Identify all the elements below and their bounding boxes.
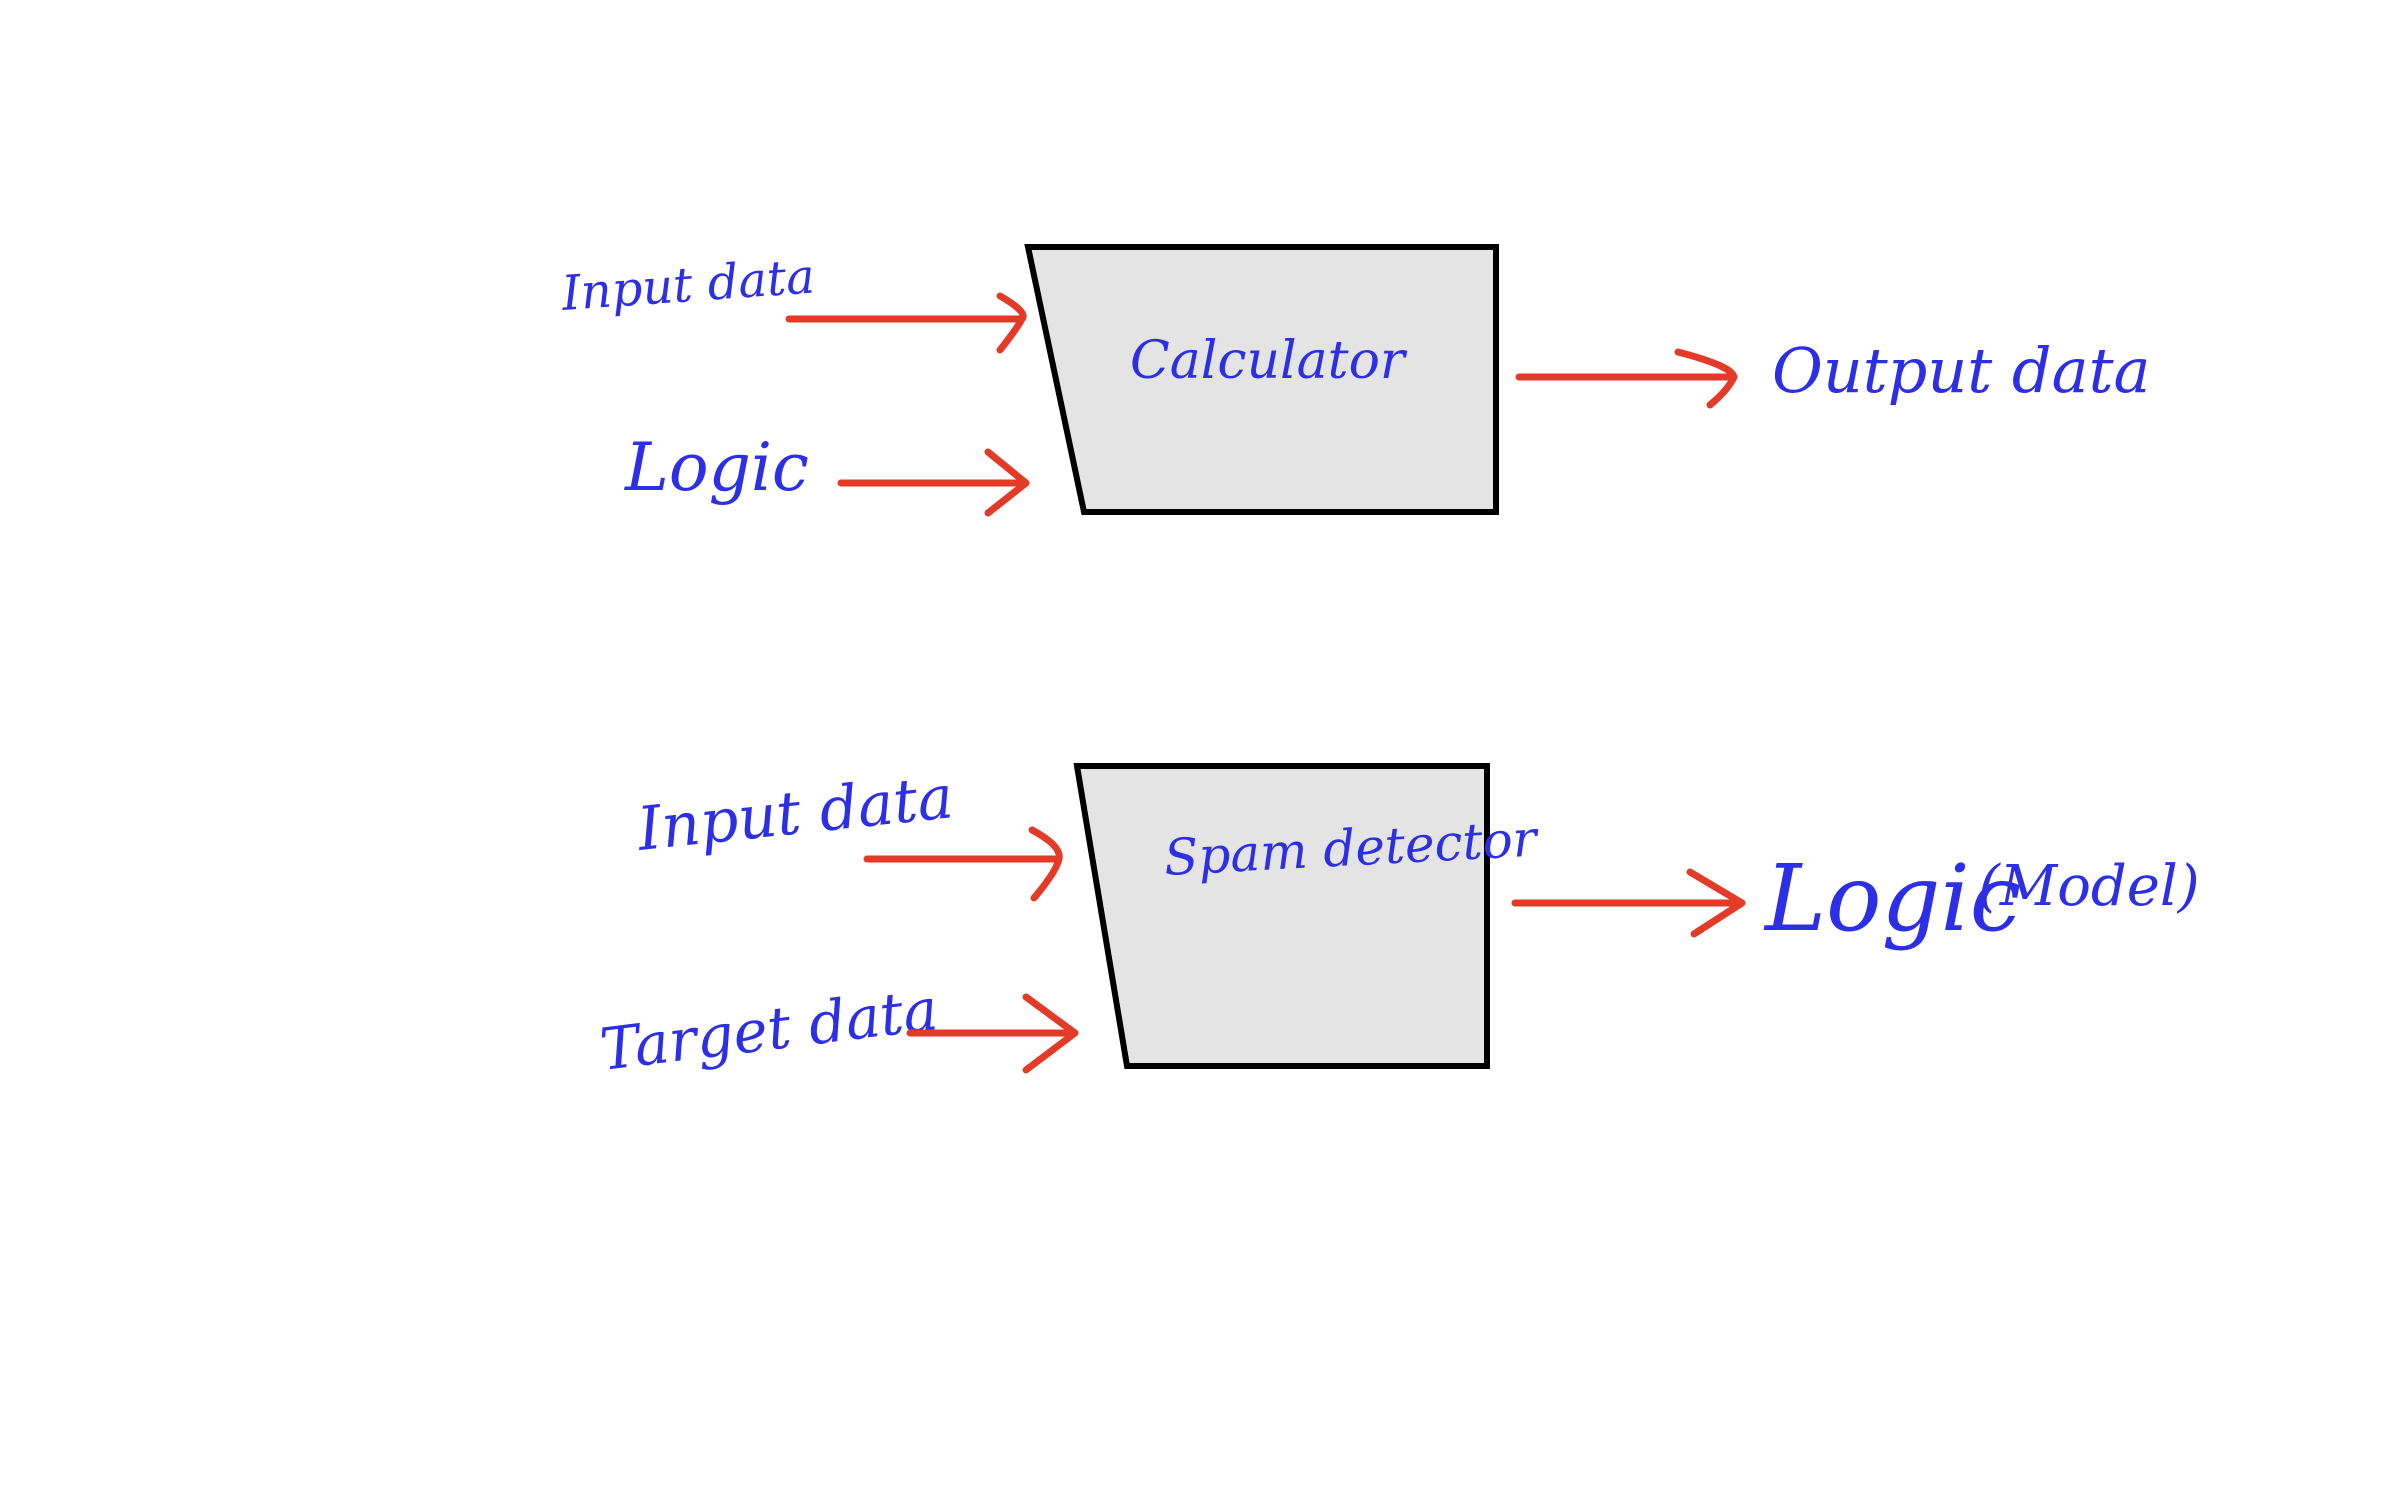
target-data-arrow (906, 993, 1079, 1074)
input-data-arrow (785, 292, 1027, 354)
input-data-label: Input data (559, 248, 817, 322)
spam-detector-diagram: Spam detector Input data Target data Log… (596, 762, 2199, 1084)
input-data-arrow-bottom (863, 826, 1063, 902)
calculator-label: Calculator (1130, 331, 1408, 391)
input-data-label-bottom: Input data (633, 762, 956, 865)
model-note-label: (Model) (1978, 854, 2200, 919)
logic-output-label: Logic (1763, 845, 2021, 952)
calculator-output-arrow (1515, 348, 1738, 409)
calculator-box (1024, 244, 1499, 515)
spam-detector-output-arrow (1511, 868, 1746, 938)
target-data-label: Target data (596, 975, 941, 1084)
logic-input-arrow (837, 448, 1030, 517)
logic-input-label: Logic (624, 429, 809, 506)
spam-detector-box (1073, 763, 1490, 1069)
calculator-diagram: Calculator Input data Logic Output data (559, 244, 2150, 517)
output-data-label: Output data (1772, 334, 2150, 407)
